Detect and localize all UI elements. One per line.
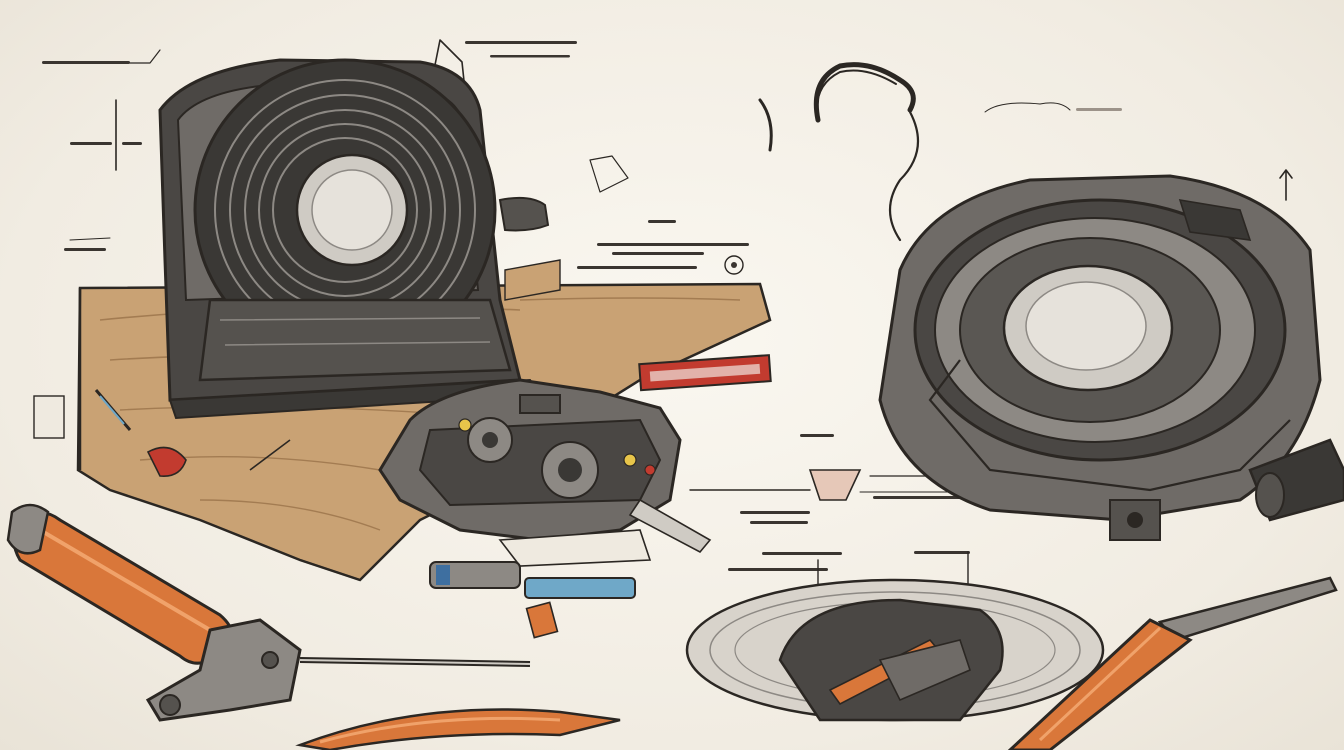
annotation-top-center — [431, 39, 749, 275]
cable-sketch — [589, 62, 920, 242]
pliers-right-icon — [1007, 576, 1338, 750]
connector-lines — [249, 259, 862, 501]
annotation-middle — [689, 434, 1016, 601]
annotation-top-left — [42, 49, 161, 251]
small-parts-icon — [33, 389, 636, 639]
saw-blade-disc-icon — [685, 578, 1105, 722]
gearbox-assembly-icon — [378, 354, 772, 567]
motor-housing-icon — [878, 174, 1344, 541]
orange-tube-icon — [295, 708, 621, 750]
screwdriver-left-icon — [6, 503, 531, 722]
annotation-scribbles — [42, 39, 1293, 601]
bench-grinder-icon — [158, 58, 550, 420]
annotation-top-right — [984, 102, 1293, 201]
